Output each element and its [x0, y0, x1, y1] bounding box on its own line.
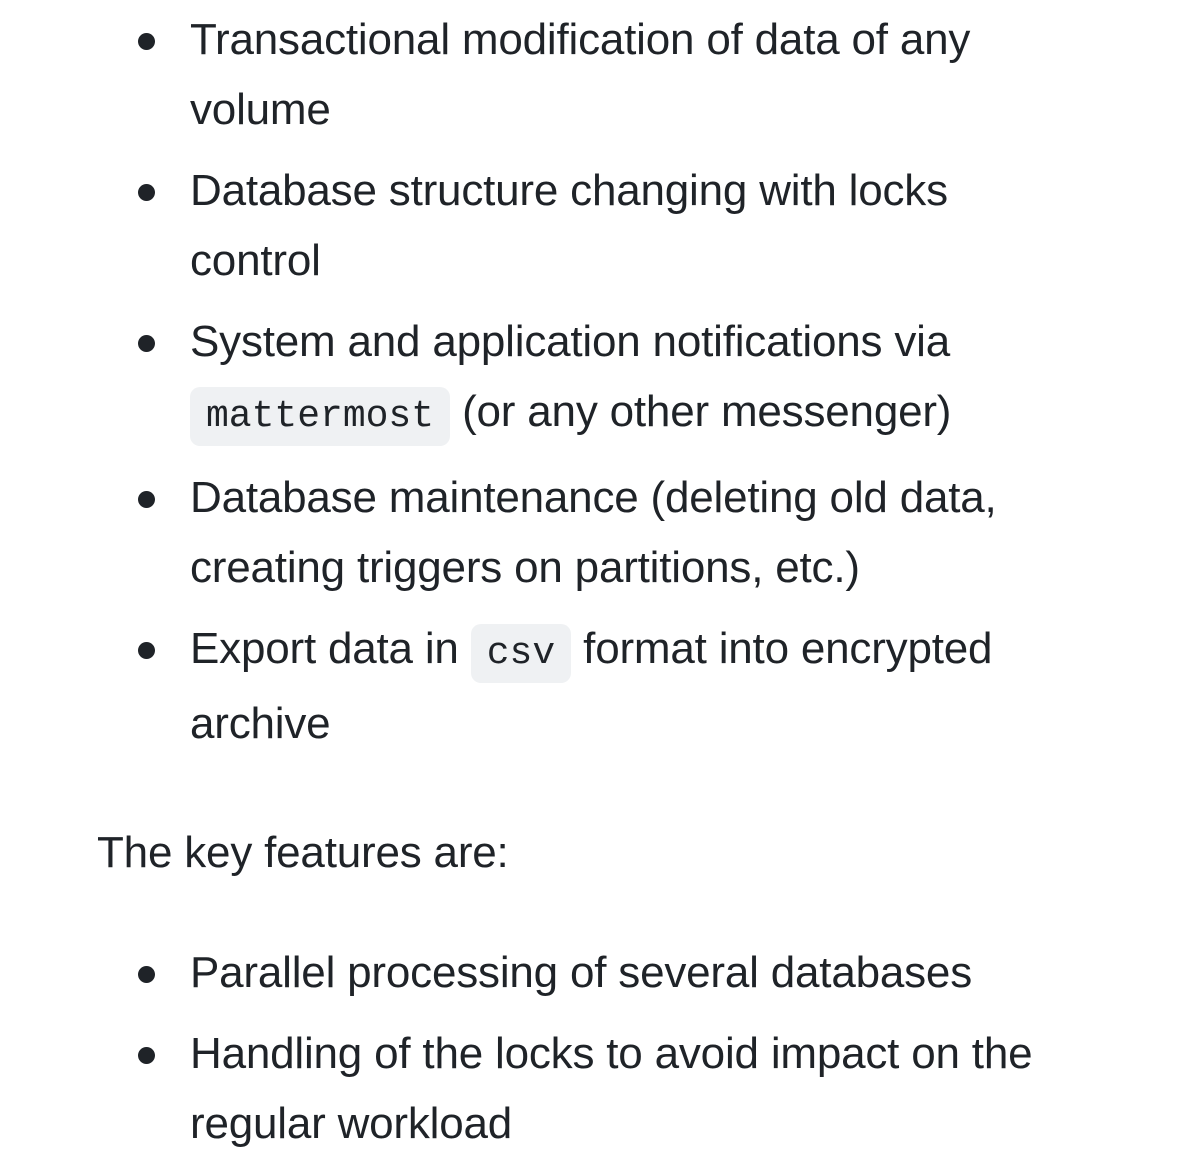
bullet-icon: [138, 335, 155, 352]
bullet-icon: [138, 33, 155, 50]
inline-code-mattermost: mattermost: [190, 387, 451, 446]
key-features-heading: The key features are:: [97, 828, 509, 877]
list-item-text: format into encrypted archive: [190, 624, 993, 748]
list-item-text: Parallel processing of several databases: [190, 948, 973, 997]
list-item-text: System and application notifications via: [190, 317, 950, 366]
bullet-icon: [138, 491, 155, 508]
list-item-text: Handling of the locks to avoid impact on…: [190, 1029, 1033, 1148]
list-item-text: Database structure changing with locks c…: [190, 166, 948, 285]
list-item-text: (or any other messenger): [450, 387, 952, 436]
inline-code-csv: csv: [470, 624, 572, 683]
list-item-text: Export data in: [190, 624, 471, 673]
key-features-list: Parallel processing of several databases…: [0, 938, 1200, 1159]
list-item: Transactional modification of data of an…: [0, 5, 1200, 145]
list-item: Handling of the locks to avoid impact on…: [0, 1019, 1200, 1159]
list-item-text: Database maintenance (deleting old data,…: [190, 473, 997, 592]
list-item: System and application notifications via…: [0, 307, 1200, 452]
list-item: Database maintenance (deleting old data,…: [0, 463, 1200, 603]
use-cases-list: Transactional modification of data of an…: [0, 5, 1200, 759]
list-item-text: Transactional modification of data of an…: [190, 15, 971, 134]
bullet-icon: [138, 966, 155, 983]
list-item: Database structure changing with locks c…: [0, 156, 1200, 296]
bullet-icon: [138, 1047, 155, 1064]
bullet-icon: [138, 642, 155, 659]
list-item: Export data in csv format into encrypted…: [0, 614, 1200, 759]
bullet-icon: [138, 184, 155, 201]
list-item: Parallel processing of several databases: [0, 938, 1200, 1008]
